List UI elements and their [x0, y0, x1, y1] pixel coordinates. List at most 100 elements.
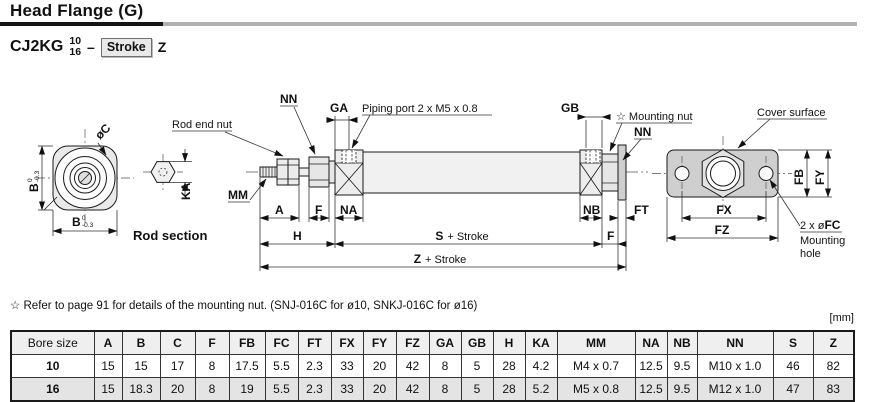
dim-fy: FY	[813, 170, 827, 185]
dim-fx: FX	[716, 203, 731, 217]
col-header-fz: FZ	[395, 330, 430, 355]
col-header-mm: MM	[556, 330, 636, 355]
table-cell: M10 x 1.0	[696, 354, 774, 378]
nn-rear-label: NN	[634, 125, 651, 139]
dim-fz: FZ	[715, 223, 730, 237]
model-series: CJ2KG	[10, 38, 64, 55]
svg-text:-0.3: -0.3	[82, 222, 94, 229]
dim-ft: FT	[634, 203, 649, 217]
dim-label-b-vertical: B 0 -0.3	[27, 170, 41, 192]
col-header-ga: GA	[428, 330, 462, 355]
mm-label: MM	[228, 188, 248, 202]
bore-size-cell: 10	[10, 354, 95, 378]
table-cell: 17.5	[228, 354, 266, 378]
gb-label: GB	[561, 101, 579, 115]
cylinder-side-view	[259, 144, 627, 201]
dim-na: NA	[340, 203, 358, 217]
table-cell: 15	[121, 354, 161, 378]
dim-z-stroke: Z+ Stroke	[414, 252, 467, 266]
svg-text:-0.3: -0.3	[34, 170, 41, 182]
table-cell: 5.5	[264, 377, 299, 402]
svg-text:KA: KA	[179, 182, 193, 200]
end-view-dimensions	[38, 142, 118, 236]
ga-label: GA	[330, 101, 348, 115]
table-cell: 20	[159, 377, 196, 402]
table-cell: 15	[93, 377, 123, 402]
table-cell: 42	[395, 377, 430, 402]
table-cell: 17	[159, 354, 196, 378]
table-cell: 5	[460, 377, 494, 402]
col-header-gb: GB	[460, 330, 494, 355]
rod-section-dimensions	[169, 149, 192, 195]
dim-f2: F	[607, 229, 614, 243]
col-header-fy: FY	[362, 330, 397, 355]
table-cell: 9.5	[666, 377, 698, 402]
svg-text:B: B	[72, 215, 81, 229]
table-cell: 8	[194, 354, 230, 378]
svg-text:øC: øC	[92, 121, 113, 142]
dim-nb: NB	[583, 203, 601, 217]
table-cell: 5.2	[524, 377, 558, 402]
nn-front-label: NN	[280, 92, 297, 106]
col-header-nn: NN	[696, 330, 774, 355]
dim-a: A	[275, 203, 284, 217]
table-cell: 12.5	[634, 377, 668, 402]
svg-text:FY: FY	[813, 170, 827, 185]
col-header-h: H	[492, 330, 526, 355]
table-cell: 18.3	[121, 377, 161, 402]
svg-text:B: B	[27, 183, 41, 192]
side-view-callouts	[172, 105, 692, 203]
table-cell: 8	[428, 354, 462, 378]
dim-label-b-horizontal: B 0 -0.3	[72, 215, 94, 229]
cover-surface-label: Cover surface	[757, 107, 825, 119]
model-suffix: Z	[157, 39, 167, 55]
col-header-ft: FT	[297, 330, 332, 355]
flange-dimensions	[666, 118, 842, 242]
bore-size-cell: 16	[10, 377, 95, 402]
table-cell: 28	[492, 354, 526, 378]
table-cell: 12.5	[634, 354, 668, 378]
dim-s-stroke: S+ Stroke	[435, 229, 488, 243]
table-cell: M12 x 1.0	[696, 377, 774, 402]
table-cell: 83	[812, 377, 855, 402]
mounting-hole-word2: hole	[800, 248, 821, 260]
table-cell: 19	[228, 377, 266, 402]
dim-fb: FB	[792, 169, 806, 185]
ga-gb-dimensions	[326, 114, 611, 150]
stroke-box: Stroke	[100, 37, 152, 57]
table-cell: 5	[460, 354, 494, 378]
model-designation: CJ2KG 10 16 – Stroke Z	[10, 33, 166, 61]
table-cell: 20	[362, 354, 397, 378]
model-dash: –	[87, 39, 95, 55]
col-header-na: NA	[634, 330, 668, 355]
col-header-f: F	[194, 330, 230, 355]
dim-label-ka: KA	[179, 182, 193, 200]
footnote: ☆ Refer to page 91 for details of the mo…	[10, 300, 478, 312]
table-cell: 2.3	[297, 377, 332, 402]
svg-text:FB: FB	[792, 169, 806, 185]
table-cell: M4 x 0.7	[556, 354, 636, 378]
table-cell: 4.2	[524, 354, 558, 378]
table-cell: 2.3	[297, 354, 332, 378]
col-header-fc: FC	[264, 330, 299, 355]
mounting-nut-label: ☆ Mounting nut	[616, 111, 693, 123]
col-header-s: S	[772, 330, 814, 355]
mounting-hole-callout: 2 x øFC	[800, 218, 841, 232]
table-cell: 8	[428, 377, 462, 402]
col-header-fb: FB	[228, 330, 266, 355]
technical-drawing: B 0 -0.3 B 0 -0.3 øC KA Rod section	[27, 92, 845, 271]
bore-bottom: 16	[69, 46, 82, 58]
table-cell: M5 x 0.8	[556, 377, 636, 402]
svg-text:0: 0	[27, 178, 34, 182]
table-cell: 28	[492, 377, 526, 402]
table-cell: 8	[194, 377, 230, 402]
dim-h: H	[293, 229, 302, 243]
col-header-ka: KA	[524, 330, 558, 355]
svg-text:0: 0	[82, 215, 86, 222]
